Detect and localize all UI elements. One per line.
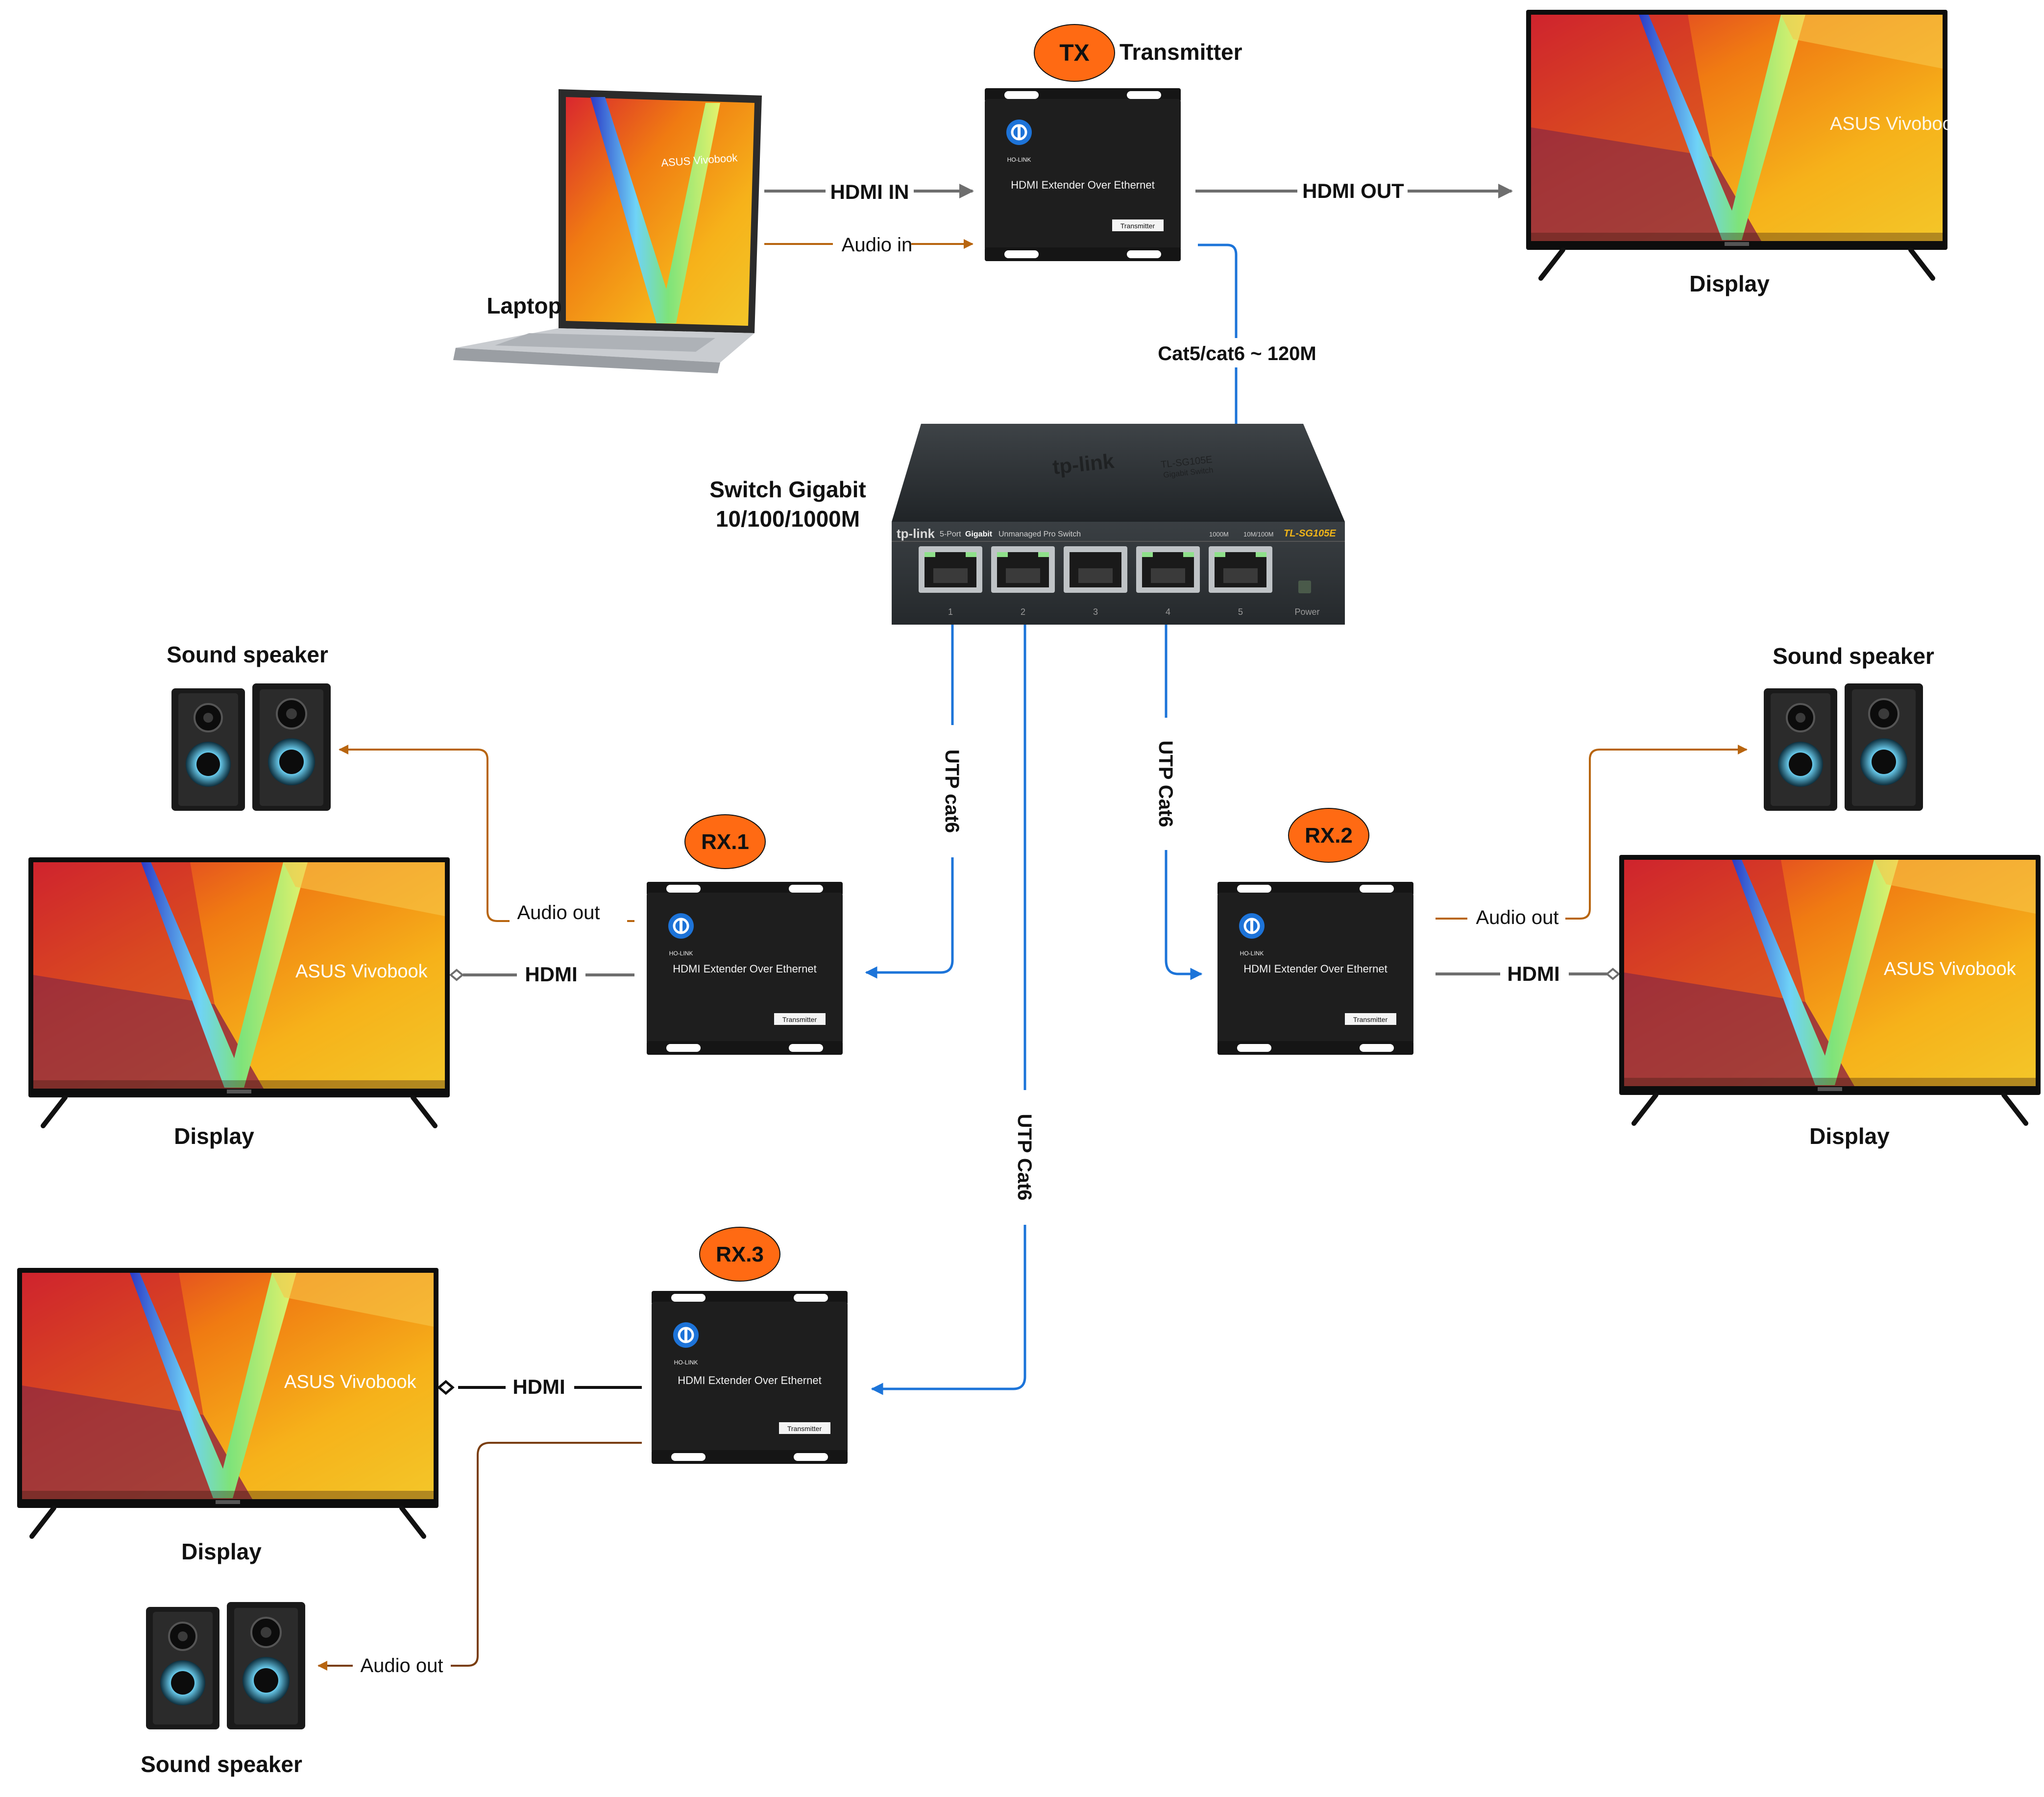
rx2-audio-out-connector: [1436, 745, 1748, 920]
display-right-brand: ASUS Vivobook: [1884, 959, 2017, 979]
switch-front-desc-pre: 5-Port: [940, 530, 961, 538]
rx1-hdmi-diamond: [449, 969, 464, 981]
switch-label-line1: Switch Gigabit: [709, 477, 866, 502]
switch-front-desc-post: Unmanaged Pro Switch: [998, 530, 1081, 538]
switch-speed-a: 1000M: [1209, 531, 1229, 538]
display-bottom-label: Display: [181, 1539, 262, 1564]
switch-power-label: Power: [1294, 607, 1319, 617]
rx2-hdmi-diamond: [1605, 968, 1621, 980]
display-bottom-brand: ASUS Vivobook: [284, 1372, 417, 1392]
rx2-brand: HO-LINK: [1240, 950, 1264, 957]
switch-ports: [919, 546, 1272, 593]
rx1-badge-text: RX.1: [701, 830, 749, 854]
rx1-device-tag: Transmitter: [782, 1016, 817, 1023]
rx3-audio-out-label: Audio out: [360, 1655, 443, 1676]
switch-port-label-5: 5: [1238, 607, 1243, 617]
tx-brand: HO-LINK: [1007, 156, 1031, 163]
switch-to-rx3-cable: [871, 598, 1026, 1395]
rx2-badge-text: RX.2: [1305, 824, 1353, 848]
rx2-audio-out-label: Audio out: [1476, 907, 1558, 928]
switch-port-1: [919, 546, 982, 593]
switch-front-desc-bold: Gigabit: [965, 530, 993, 538]
speakers-right: [1763, 682, 1924, 812]
tx-device-title: HDMI Extender Over Ethernet: [1011, 179, 1154, 191]
rx1-audio-out-label: Audio out: [517, 902, 600, 923]
rx2-hdmi-label: HDMI: [1507, 962, 1559, 985]
utp-cable-rx3-label: UTP Cat6: [1014, 1114, 1035, 1200]
rx3-extender: HO-LINK HDMI Extender Over Ethernet Tran…: [652, 1291, 848, 1464]
rx3-audio-out-connector: [317, 1442, 642, 1671]
transmitter-label: Transmitter: [1119, 39, 1242, 65]
display-left-brand: ASUS Vivobook: [295, 961, 428, 982]
tx-device-tag: Transmitter: [1120, 222, 1155, 230]
display-left: ASUS Vivobook: [28, 857, 450, 1126]
switch-port-label-3: 3: [1093, 607, 1098, 617]
utp-cable-rx2-label: UTP Cat6: [1155, 740, 1176, 827]
rx2-extender: HO-LINK HDMI Extender Over Ethernet Tran…: [1217, 882, 1413, 1055]
hdmi-out-label: HDMI OUT: [1302, 179, 1404, 202]
rx3-device-title: HDMI Extender Over Ethernet: [678, 1374, 821, 1386]
display-top: ASUS Vivobook: [1526, 10, 1963, 278]
sound-speaker-bottom-label: Sound speaker: [141, 1751, 302, 1777]
rx3-brand: HO-LINK: [674, 1359, 698, 1366]
rx1-extender: HO-LINK HDMI Extender Over Ethernet Tran…: [647, 882, 843, 1055]
display-right: ASUS Vivobook: [1619, 855, 2041, 1123]
switch-port-3: [1064, 546, 1127, 593]
rx3-badge: RX.3: [699, 1227, 780, 1282]
rx1-badge: RX.1: [684, 814, 766, 869]
display-right-label: Display: [1809, 1123, 1890, 1149]
sound-speaker-right-label: Sound speaker: [1773, 643, 1934, 669]
rx2-device-title: HDMI Extender Over Ethernet: [1243, 963, 1387, 975]
switch-label-line2: 10/100/1000M: [716, 506, 860, 532]
laptop-device: ASUS Vivobook: [453, 89, 762, 373]
rx1-brand: HO-LINK: [669, 950, 693, 957]
rx3-hdmi-label: HDMI: [512, 1375, 565, 1398]
rx2-badge: RX.2: [1288, 808, 1369, 863]
switch-port-2: [991, 546, 1055, 593]
display-left-label: Display: [174, 1123, 254, 1149]
switch-front-model: TL-SG105E: [1284, 528, 1336, 539]
rx1-device-title: HDMI Extender Over Ethernet: [673, 963, 816, 975]
rx2-device-tag: Transmitter: [1353, 1016, 1388, 1023]
sound-speaker-left-label: Sound speaker: [167, 642, 328, 667]
switch-port-4: [1136, 546, 1200, 593]
cable-length-label: Cat5/cat6 ~ 120M: [1158, 343, 1316, 364]
display-top-brand: ASUS Vivobook: [1830, 114, 1963, 134]
display-top-label: Display: [1689, 271, 1770, 296]
switch-to-rx1-cable: [865, 598, 954, 979]
switch-power-led: [1298, 581, 1311, 593]
rx3-hdmi-diamond: [437, 1380, 455, 1395]
switch-port-label-4: 4: [1166, 607, 1170, 617]
hdmi-in-label: HDMI IN: [830, 180, 909, 203]
switch-front-logo: tp-link: [897, 526, 935, 541]
rx1-audio-out-connector: [339, 745, 634, 922]
display-bottom: ASUS Vivobook: [17, 1268, 438, 1536]
switch-port-5: [1209, 546, 1272, 593]
tx-to-switch-cable: [1198, 243, 1242, 577]
switch-port-label-2: 2: [1021, 607, 1025, 617]
audio-in-label: Audio in: [842, 234, 913, 256]
switch-port-label-1: 1: [948, 607, 953, 617]
tx-badge-text: TX: [1059, 40, 1089, 66]
tx-badge: TX: [1034, 24, 1115, 82]
utp-cable-rx1-label: UTP cat6: [941, 750, 963, 833]
speakers-left: [170, 682, 332, 812]
tx-extender: HO-LINK HDMI Extender Over Ethernet Tran…: [985, 88, 1181, 261]
switch-to-rx2-cable: [1165, 598, 1203, 980]
rx3-badge-text: RX.3: [716, 1242, 764, 1266]
rx3-device-tag: Transmitter: [787, 1425, 822, 1433]
switch-speed-b: 10M/100M: [1243, 531, 1273, 538]
rx1-hdmi-label: HDMI: [525, 963, 577, 986]
network-switch: tp-link TL-SG105E Gigabit Switch tp-link…: [892, 424, 1345, 625]
speakers-bottom: [145, 1601, 306, 1730]
laptop-label: Laptop: [487, 293, 561, 318]
